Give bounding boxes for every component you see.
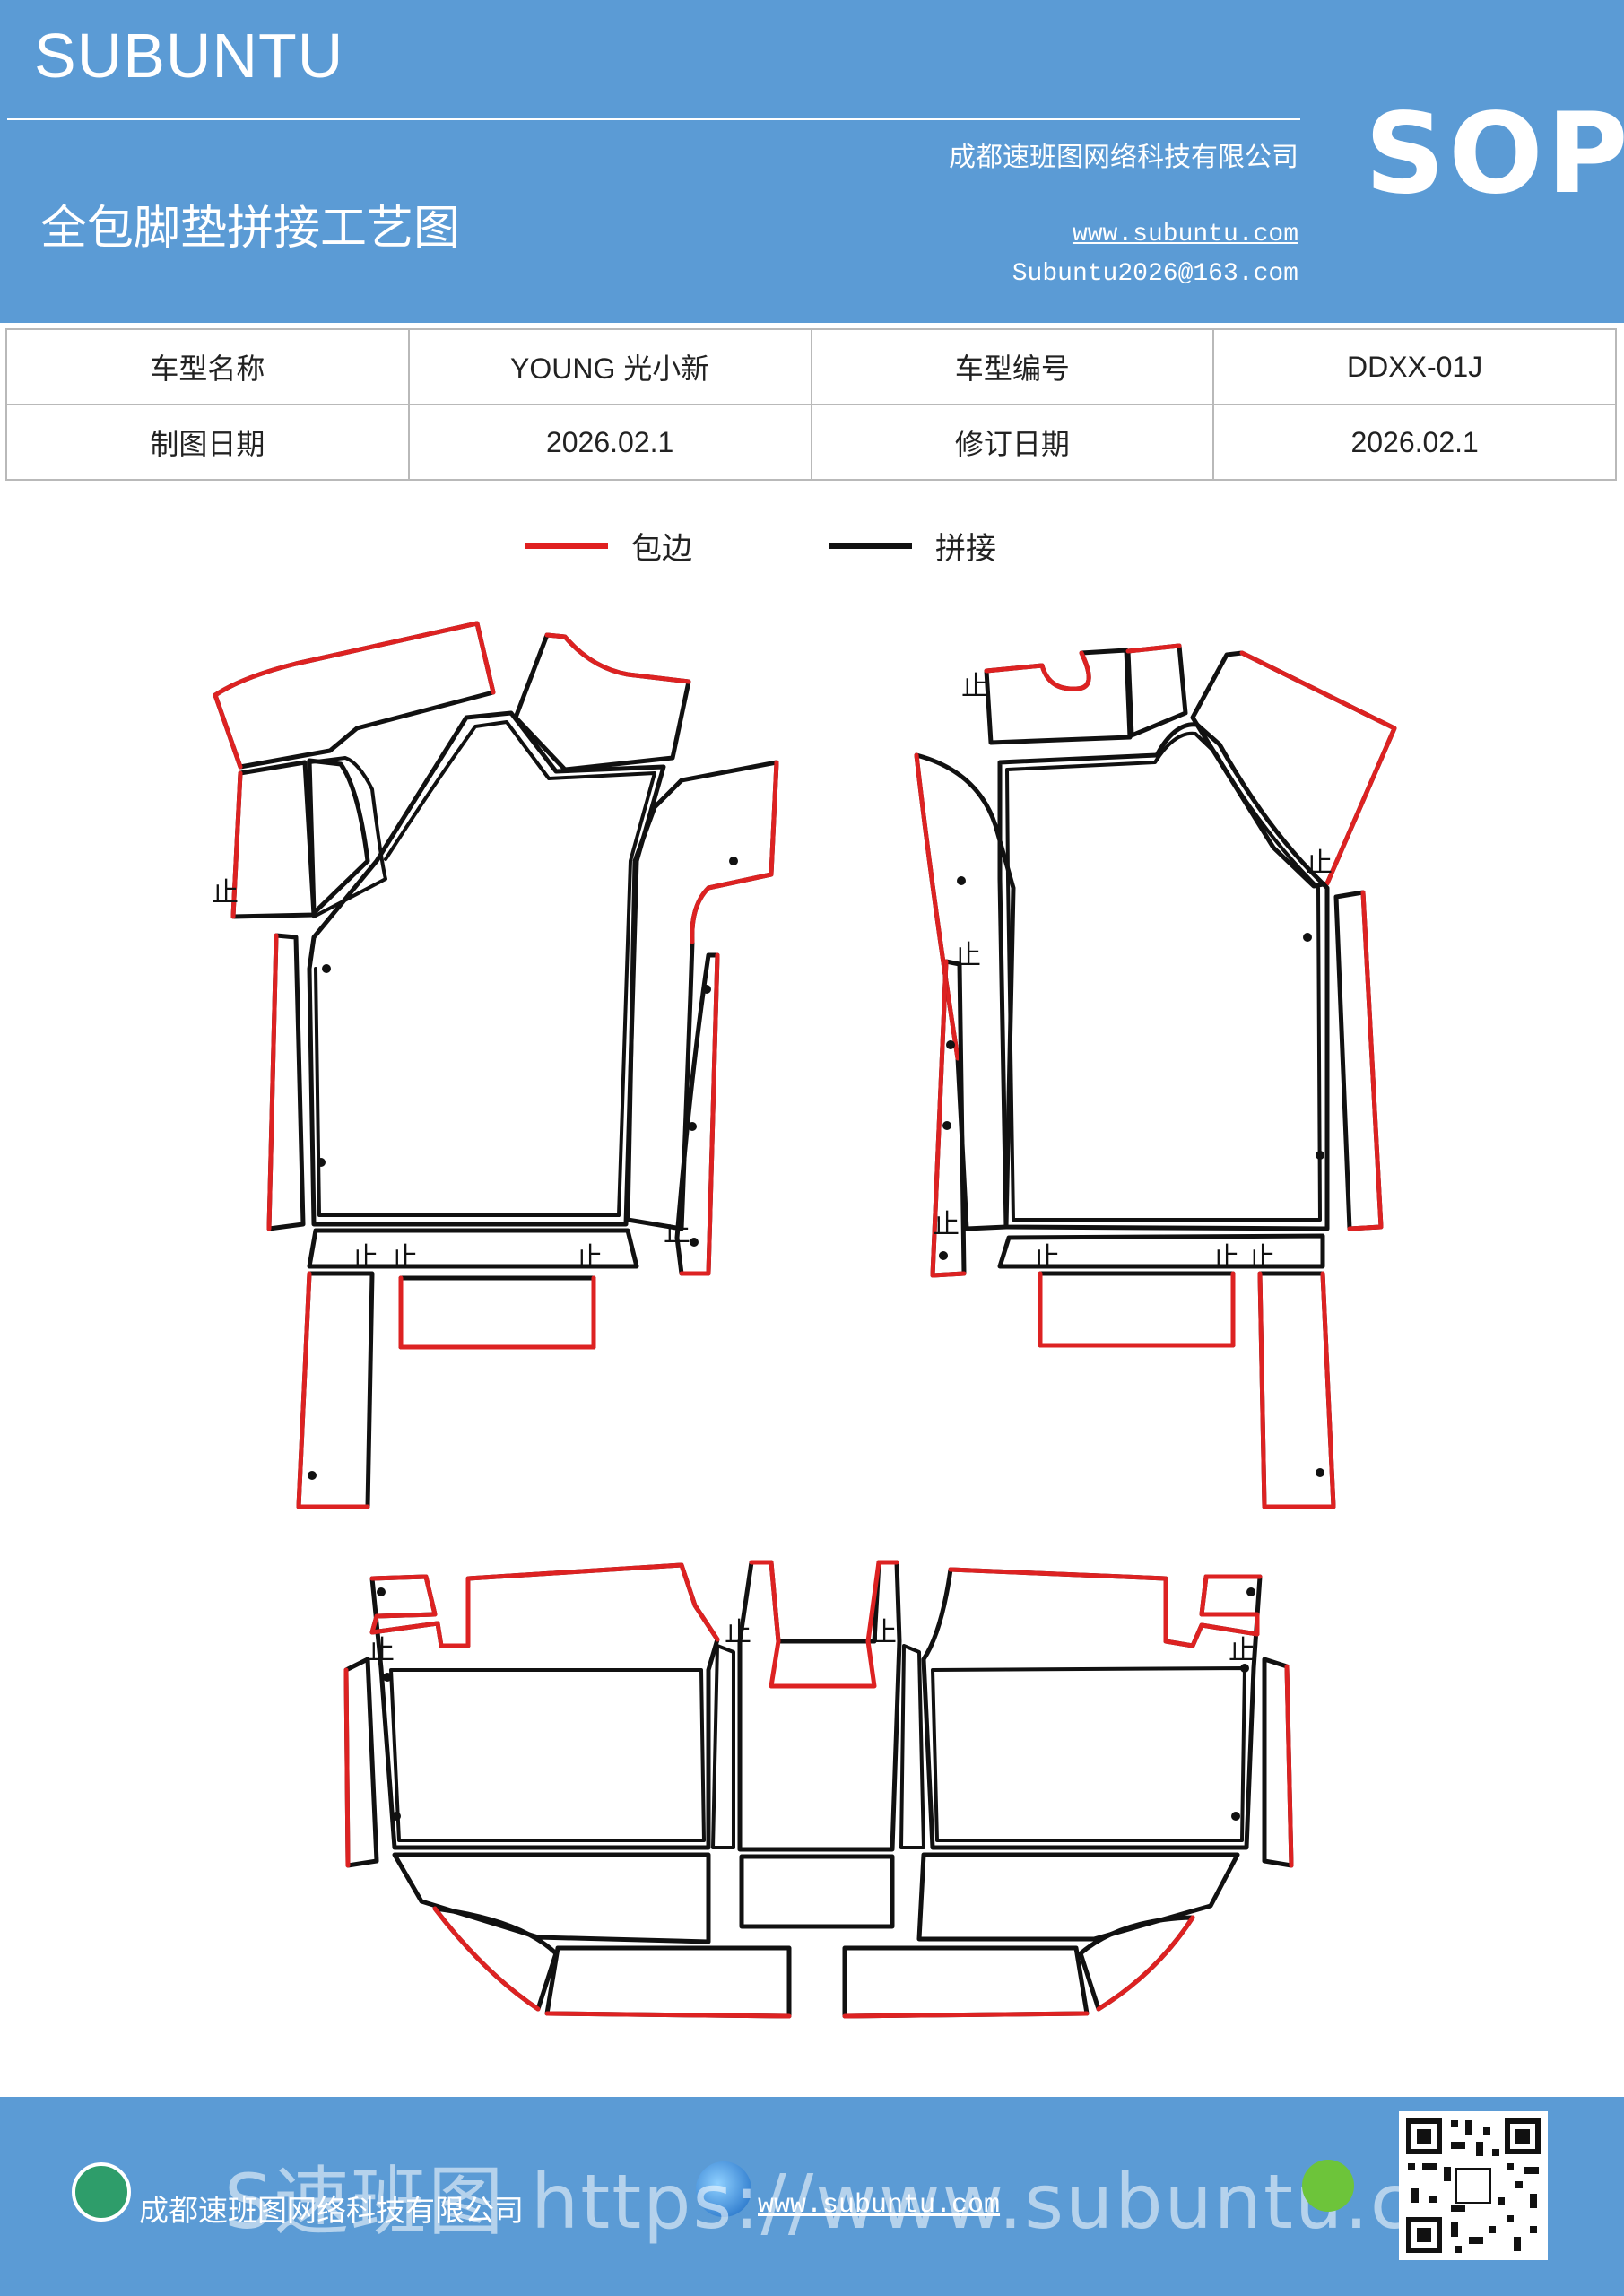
seam-swatch xyxy=(829,543,912,549)
stop-mark: 止 xyxy=(1212,1242,1239,1274)
stop-mark: 止 xyxy=(954,940,981,971)
wechat-icon xyxy=(1302,2160,1354,2212)
rear-mat-group xyxy=(343,1560,1294,2019)
drawing-date-label: 制图日期 xyxy=(5,404,410,481)
website-link[interactable]: www.subuntu.com xyxy=(1072,221,1298,248)
stop-mark: 止 xyxy=(212,877,239,909)
revision-date-label: 修订日期 xyxy=(810,404,1215,481)
drawing-date-value: 2026.02.1 xyxy=(407,404,812,481)
stop-mark: 止 xyxy=(391,1242,418,1274)
footer-company: 成都速班图网络科技有限公司 xyxy=(139,2193,524,2228)
header-banner: SUBUNTU 成都速班图网络科技有限公司 全包脚垫拼接工艺图 www.subu… xyxy=(0,0,1624,323)
stop-mark: 止 xyxy=(368,1635,395,1666)
vehicle-info-table: 车型名称 YOUNG 光小新 车型编号 DDXX-01J 制图日期 2026.0… xyxy=(5,328,1617,481)
legend-seam: 拼接 xyxy=(829,524,996,568)
edge-label: 包边 xyxy=(631,531,692,567)
stop-mark: 止 xyxy=(1229,1635,1255,1666)
stop-mark: 止 xyxy=(870,1617,897,1648)
stop-mark: 止 xyxy=(961,671,988,702)
revision-date-value: 2026.02.1 xyxy=(1212,404,1617,481)
qr-code[interactable] xyxy=(1399,2111,1548,2260)
passenger-mat-group xyxy=(914,643,1397,1509)
model-name-value: YOUNG 光小新 xyxy=(407,328,812,405)
table-row: 车型名称 YOUNG 光小新 车型编号 DDXX-01J xyxy=(5,328,1617,405)
sop-badge: SOP xyxy=(1365,90,1624,219)
edge-swatch xyxy=(525,543,608,549)
model-name-label: 车型名称 xyxy=(5,328,410,405)
seam-label: 拼接 xyxy=(935,531,996,567)
stop-mark: 止 xyxy=(352,1242,378,1274)
company-name: 成都速班图网络科技有限公司 xyxy=(949,142,1298,173)
footer-banner: 成都速班图网络科技有限公司 www.subuntu.com S速班图 https… xyxy=(0,2097,1624,2296)
header-divider xyxy=(7,118,1300,120)
stop-marks: 止 止 止 止 止 止 止 止 止 止 止 止 止 止 止 止 xyxy=(212,671,1333,1666)
footer-website-link[interactable]: www.subuntu.com xyxy=(758,2190,1001,2221)
document-title: 全包脚垫拼接工艺图 xyxy=(40,202,461,256)
driver-mat-group xyxy=(213,621,779,1509)
stop-mark: 止 xyxy=(1306,848,1333,879)
brand-name: SUBUNTU xyxy=(34,21,344,91)
model-code-label: 车型编号 xyxy=(810,328,1215,405)
stop-mark: 止 xyxy=(576,1242,603,1274)
globe-icon xyxy=(696,2161,751,2217)
stop-mark: 止 xyxy=(933,1209,960,1240)
stop-mark: 止 xyxy=(1248,1242,1275,1274)
stop-mark: 止 xyxy=(664,1217,690,1248)
legend-edge: 包边 xyxy=(525,524,692,568)
email-address: Subuntu2026@163.com xyxy=(1012,260,1298,288)
building-icon xyxy=(72,2162,131,2222)
table-row: 制图日期 2026.02.1 修订日期 2026.02.1 xyxy=(5,404,1617,481)
stop-mark: 止 xyxy=(725,1617,751,1648)
legend: 包边 拼接 xyxy=(0,524,1624,578)
model-code-value: DDXX-01J xyxy=(1212,328,1617,405)
stop-mark: 止 xyxy=(1033,1242,1060,1274)
